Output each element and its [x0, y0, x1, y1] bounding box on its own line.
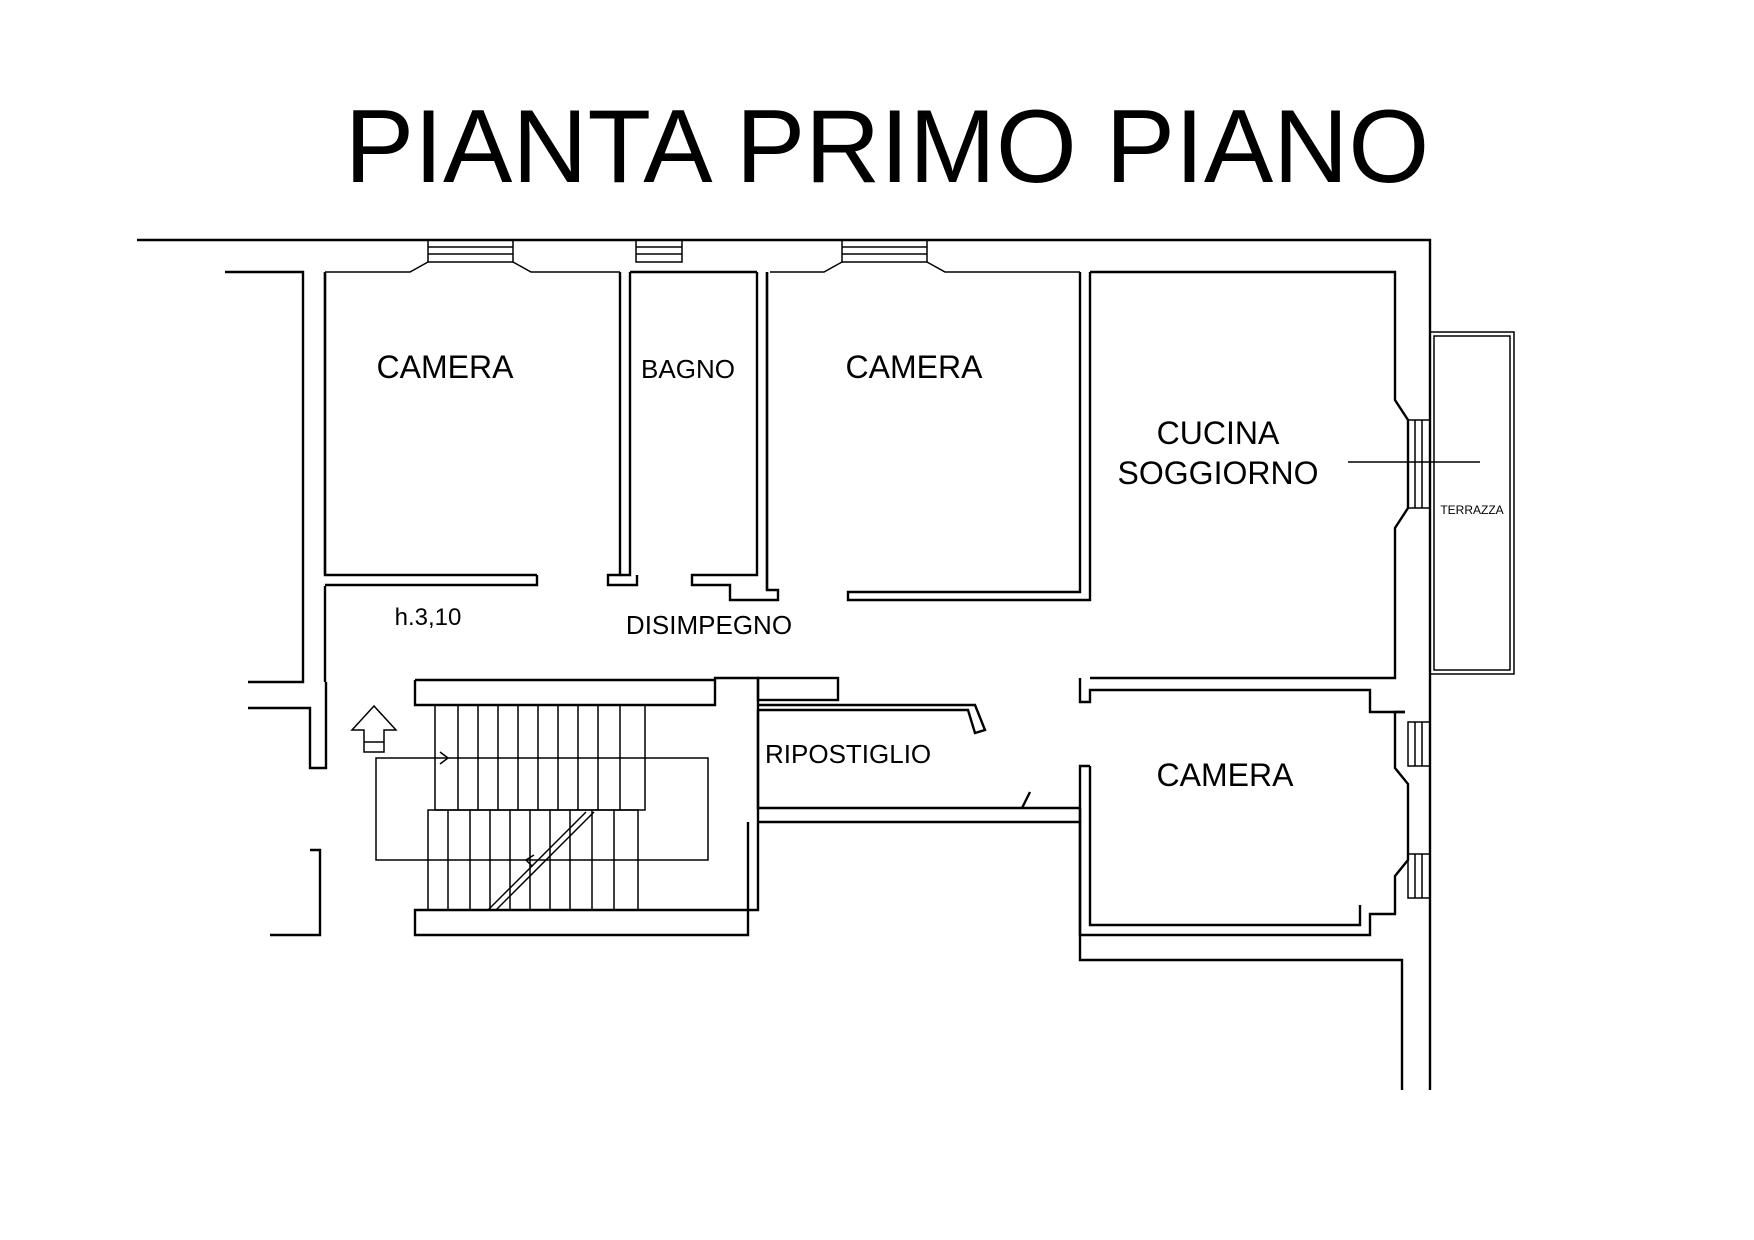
- window-camera-se-lower: [1407, 853, 1431, 899]
- room-cucina-walls: [1078, 270, 1480, 714]
- plan-title: PIANTA PRIMO PIANO: [345, 89, 1429, 205]
- terrace-door: [1407, 419, 1431, 509]
- label-terrazza: TERRAZZA: [1440, 503, 1503, 517]
- label-bagno: BAGNO: [641, 354, 735, 384]
- room-camera-n-walls: [765, 272, 1092, 602]
- label-disimpegno: DISIMPEGNO: [626, 610, 792, 640]
- outer-walls: [137, 238, 1432, 1090]
- room-bagno-walls: [620, 270, 780, 602]
- label-camera-n: CAMERA: [846, 349, 984, 385]
- up-arrow-icon: [350, 704, 398, 753]
- window-bagno: [635, 239, 683, 263]
- label-cucina: CUCINA: [1157, 415, 1280, 451]
- window-camera-se-upper: [1407, 721, 1431, 767]
- label-soggiorno: SOGGIORNO: [1118, 455, 1319, 491]
- stairwell: [375, 676, 760, 937]
- room-camera-se-walls: [1078, 710, 1410, 937]
- label-camera-nw: CAMERA: [377, 349, 515, 385]
- label-camera-se: CAMERA: [1157, 757, 1295, 793]
- terrace: [1429, 331, 1515, 675]
- window-camera-n: [770, 239, 1080, 273]
- room-camera-nw-walls: [323, 272, 639, 587]
- label-ripostiglio: RIPOSTIGLIO: [765, 739, 931, 769]
- west-walls: [225, 270, 328, 937]
- window-camera-nw: [325, 239, 620, 273]
- label-height: h.3,10: [395, 604, 462, 631]
